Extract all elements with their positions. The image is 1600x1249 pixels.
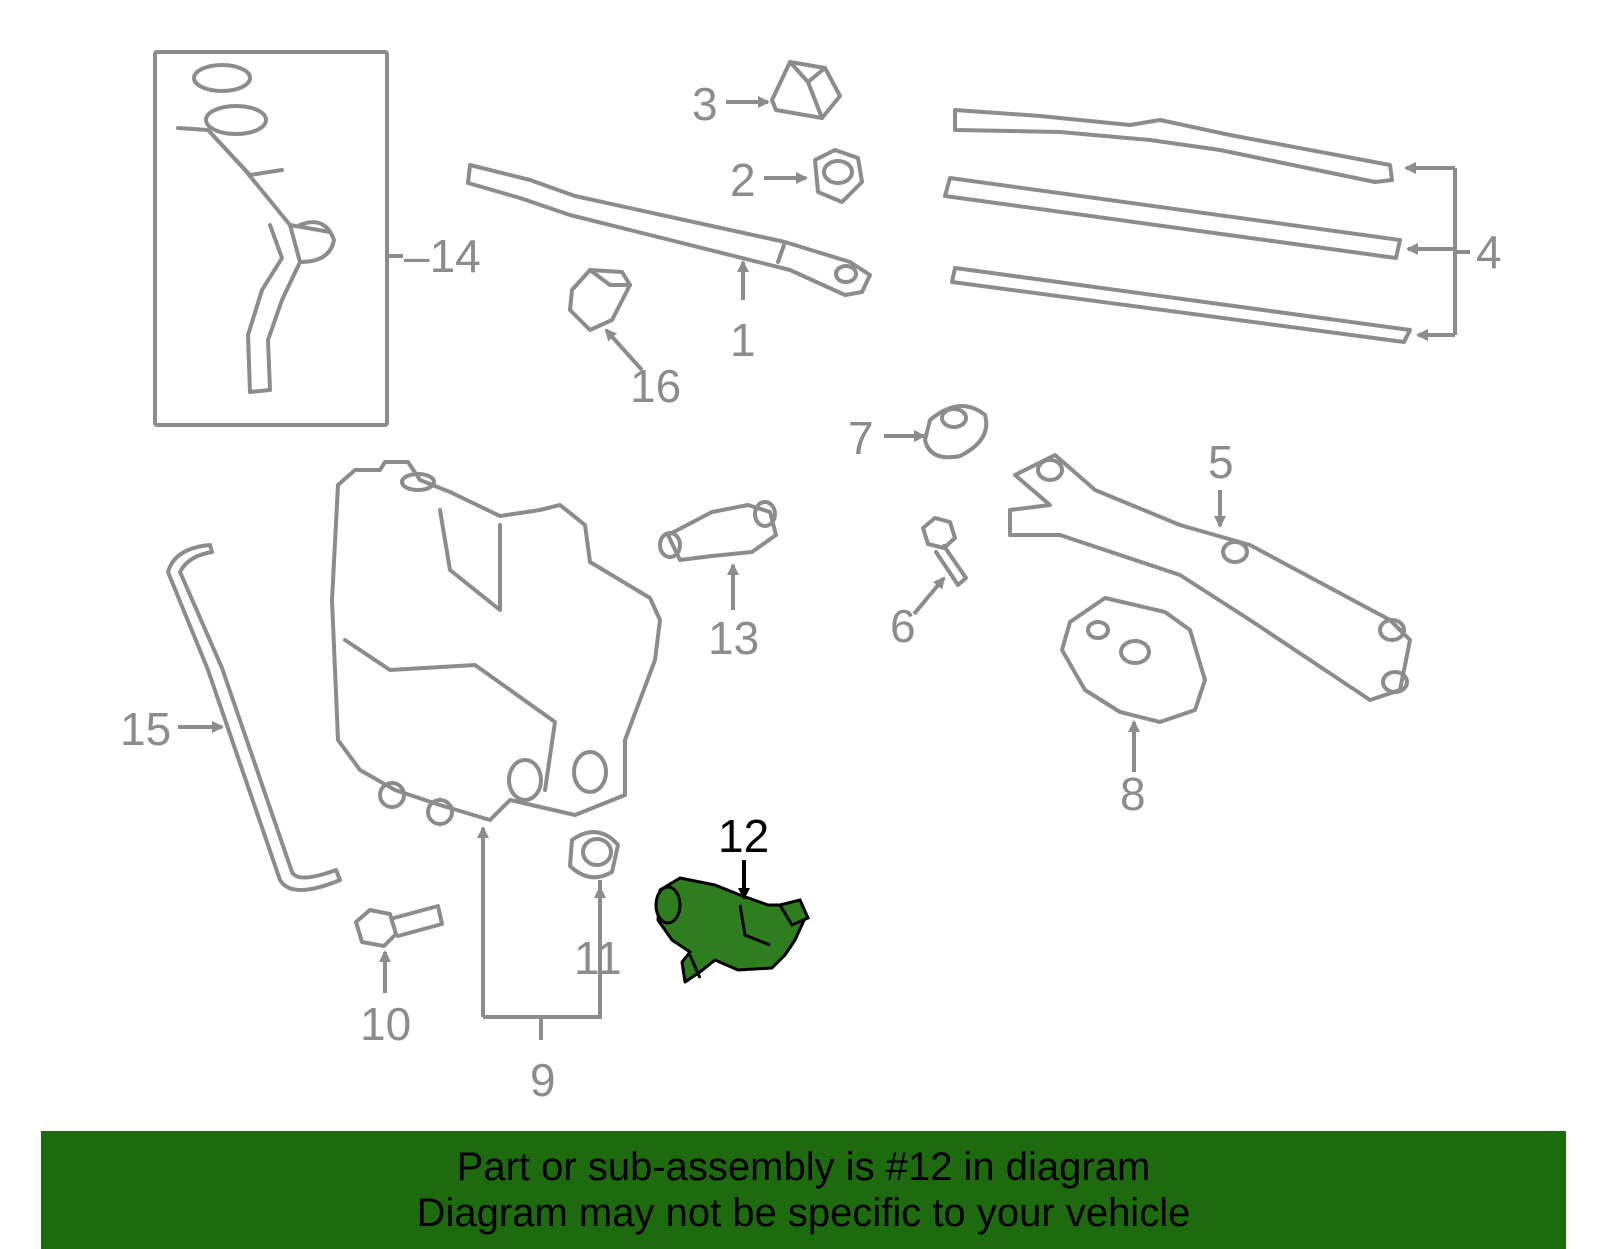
motor-part-8[interactable] bbox=[1060, 596, 1207, 724]
hose-part-15[interactable] bbox=[166, 543, 342, 892]
wiper-arm-part-1[interactable] bbox=[466, 163, 872, 297]
callout-9[interactable]: 9 bbox=[530, 1054, 556, 1106]
leader-16 bbox=[604, 328, 644, 372]
grommet-part-7[interactable] bbox=[923, 404, 989, 460]
callout-3[interactable]: 3 bbox=[692, 78, 718, 130]
callout-6[interactable]: 6 bbox=[890, 600, 916, 652]
washer-pump-part-12[interactable] bbox=[654, 876, 810, 984]
callout-14[interactable]: –14 bbox=[404, 230, 481, 282]
callout-7[interactable]: 7 bbox=[848, 412, 874, 464]
filler-neck-part-14[interactable] bbox=[153, 50, 389, 427]
callout-4[interactable]: 4 bbox=[1476, 226, 1502, 278]
wiper-linkage-part-5[interactable] bbox=[1008, 453, 1412, 702]
reservoir-part-9[interactable] bbox=[330, 460, 662, 826]
banner-line-1: Part or sub-assembly is #12 in diagram bbox=[456, 1145, 1151, 1189]
clip-part-16[interactable] bbox=[568, 268, 632, 332]
grommet-part-11[interactable] bbox=[568, 830, 620, 880]
callout-15[interactable]: 15 bbox=[120, 703, 171, 755]
leader-6 bbox=[912, 576, 946, 616]
callout-13[interactable]: 13 bbox=[708, 612, 759, 664]
callout-16[interactable]: 16 bbox=[630, 360, 681, 412]
leader-9-bracket bbox=[483, 880, 602, 1040]
callout-5[interactable]: 5 bbox=[1208, 436, 1234, 488]
callout-11[interactable]: 11 bbox=[574, 932, 622, 984]
wiper-blade-part-4[interactable] bbox=[943, 108, 1412, 344]
bolt-part-10[interactable] bbox=[354, 904, 444, 948]
callout-1[interactable]: 1 bbox=[730, 314, 756, 366]
banner-line-2: Diagram may not be specific to your vehi… bbox=[416, 1191, 1191, 1235]
callout-8[interactable]: 8 bbox=[1120, 768, 1146, 820]
leader-4-bracket bbox=[1453, 168, 1470, 335]
info-banner: Part or sub-assembly is #12 in diagram D… bbox=[41, 1131, 1566, 1249]
nut-part-2[interactable] bbox=[813, 148, 864, 204]
pump-part-13[interactable] bbox=[658, 500, 778, 562]
callout-10[interactable]: 10 bbox=[360, 998, 411, 1050]
callout-2[interactable]: 2 bbox=[730, 154, 756, 206]
callout-12[interactable]: 12 bbox=[718, 810, 769, 862]
bolt-part-6[interactable] bbox=[921, 516, 968, 587]
cap-part-3[interactable] bbox=[770, 60, 842, 120]
